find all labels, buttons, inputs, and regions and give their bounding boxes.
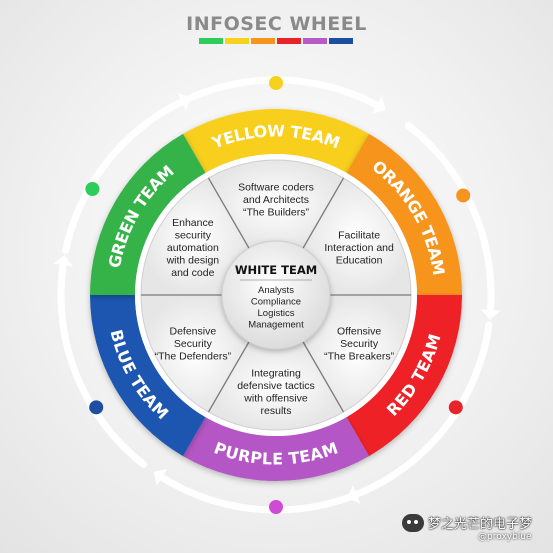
segment-divider — [302, 341, 345, 413]
cycle-arrow-head — [53, 255, 73, 267]
legend-swatch — [277, 38, 301, 44]
color-dots — [85, 76, 471, 514]
red-dot — [448, 400, 463, 415]
legend-swatch — [225, 38, 249, 44]
legend-swatch — [329, 38, 353, 44]
green-dot — [85, 182, 100, 196]
team-segment-red-team — [346, 295, 462, 457]
legend-swatch — [303, 38, 327, 44]
segment-divider — [207, 177, 250, 249]
cycle-arrow-arc — [158, 473, 361, 514]
cycle-arrow-arc — [404, 122, 495, 314]
cycle-arrow-arc — [57, 261, 148, 468]
segment-divider — [207, 341, 250, 413]
team-segment-orange-team — [346, 133, 462, 295]
cycle-arrow-arc — [62, 98, 186, 254]
team-segment-blue-team — [90, 295, 206, 457]
cycle-arrow-head — [153, 468, 168, 486]
watermark-handle: @proxyblue — [478, 532, 532, 542]
cycle-arrow-head — [177, 92, 191, 111]
color-legend-bar — [199, 38, 353, 44]
cycle-arrow-head — [480, 309, 501, 320]
purple-dot — [269, 500, 283, 514]
legend-swatch — [199, 38, 223, 44]
cycle-arrow-head — [372, 96, 386, 114]
wechat-icon — [402, 513, 424, 532]
yellow-dot — [269, 76, 283, 90]
orange-dot — [456, 188, 471, 203]
page-title: INFOSEC WHEEL — [186, 13, 367, 35]
blue-dot — [89, 400, 104, 415]
center-circle — [221, 240, 331, 350]
team-segment-yellow-team — [183, 109, 369, 173]
team-segment-purple-team — [183, 417, 369, 481]
cycle-arrow-arc — [353, 321, 493, 498]
watermark: 梦之光芒的电子梦 — [402, 513, 532, 532]
team-segment-green-team — [90, 133, 206, 295]
legend-swatch — [251, 38, 275, 44]
cycle-arrows — [53, 76, 501, 514]
center-title: WHITE TEAM — [235, 263, 317, 277]
watermark-text: 梦之光芒的电子梦 — [428, 517, 533, 532]
segment-divider — [302, 177, 345, 249]
